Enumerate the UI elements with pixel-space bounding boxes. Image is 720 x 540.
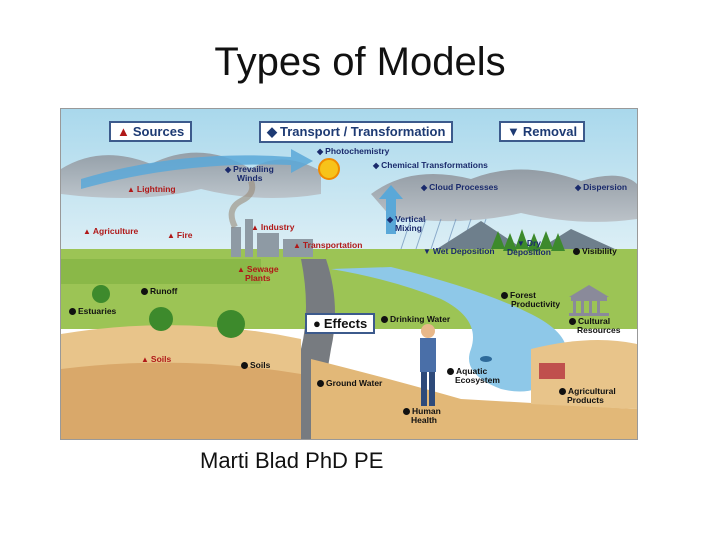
dot-icon (501, 292, 508, 299)
ground-layer (311, 359, 637, 439)
sun (318, 158, 340, 180)
dot-icon (559, 388, 566, 395)
dot-icon (317, 380, 324, 387)
industry-label: ▲Industry (251, 222, 295, 233)
soils-effect-label: Soils (241, 361, 270, 370)
triangle-icon: ▲ (167, 231, 175, 240)
presenter-name: Marti Blad PhD PE (200, 448, 384, 473)
ground-layer-right (531, 340, 637, 409)
smoke (228, 179, 256, 229)
triangle-icon: ▲ (293, 241, 301, 250)
triangle-icon: ▲ (251, 223, 259, 232)
farm-barn (539, 363, 565, 379)
diamond-icon: ◆ (373, 161, 380, 170)
pollution-diagram: ▲Sources ◆Transport / Transformation ▼Re… (60, 108, 638, 440)
triangle-icon: ▲ (237, 265, 245, 274)
fish (480, 356, 492, 362)
removal-category: ▼Removal (499, 121, 586, 142)
dot-icon (403, 408, 410, 415)
lightning-label: ▲Lightning (127, 184, 176, 195)
dot-icon (381, 316, 388, 323)
triangle-icon: ▲ (141, 355, 149, 364)
river (331, 267, 567, 392)
estuaries-label: Estuaries (69, 307, 116, 316)
soils-source-label: ▲Soils (141, 354, 172, 365)
diamond-icon: ◆ (225, 165, 232, 174)
down-triangle-icon: ▼ (423, 247, 431, 256)
cloud-processes-label: ◆Cloud Processes (421, 182, 499, 193)
ground-water-label: Ground Water (317, 379, 382, 388)
triangle-icon: ▲ (83, 227, 91, 236)
dot-icon (573, 248, 580, 255)
dot-icon (569, 318, 576, 325)
diamond-icon: ◆ (575, 183, 582, 192)
dot-icon (241, 362, 248, 369)
visibility-label: Visibility (573, 247, 617, 256)
wind-arrow (81, 149, 313, 189)
dot-icon: ● (313, 316, 321, 331)
photochemistry-label: ◆Photochemistry (317, 146, 390, 157)
field-rows (61, 259, 261, 284)
down-triangle-icon: ▼ (516, 239, 525, 248)
dispersion-label: ◆Dispersion (575, 182, 628, 193)
effects-category: ●Effects (305, 313, 376, 334)
triangle-icon: ▲ (117, 124, 130, 139)
drinking-water-label: Drinking Water (381, 315, 450, 324)
trees (92, 229, 565, 338)
dot-icon (447, 368, 454, 375)
dot-icon (69, 308, 76, 315)
human-figure (420, 324, 436, 406)
cloud-band (61, 152, 321, 198)
diamond-icon: ◆ (421, 183, 428, 192)
triangle-icon: ▲ (127, 185, 135, 194)
soil-layer-2 (61, 362, 301, 439)
down-triangle-icon: ▼ (507, 124, 520, 139)
diamond-icon: ◆ (387, 215, 394, 224)
diamond-icon: ◆ (317, 147, 324, 156)
factories (231, 219, 313, 257)
temple (569, 285, 609, 316)
transportation-label: ▲Transportation (293, 240, 363, 251)
vertical-mixing-arrows (379, 185, 403, 234)
chemical-transformations-label: ◆Chemical Transformations (373, 160, 488, 171)
sources-category: ▲Sources (109, 121, 193, 142)
rain-cloud (371, 169, 637, 222)
transport-category: ◆Transport / Transformation (259, 121, 454, 143)
slide-title: Types of Models (214, 40, 506, 84)
runoff-label: Runoff (141, 287, 177, 296)
dot-icon (141, 288, 148, 295)
wet-deposition-label: ▼Wet Deposition (423, 246, 495, 257)
diagram-illustration (61, 109, 637, 439)
agriculture-label: ▲Agriculture (83, 226, 139, 237)
fire-label: ▲Fire (167, 230, 193, 241)
diamond-icon: ◆ (267, 124, 277, 139)
